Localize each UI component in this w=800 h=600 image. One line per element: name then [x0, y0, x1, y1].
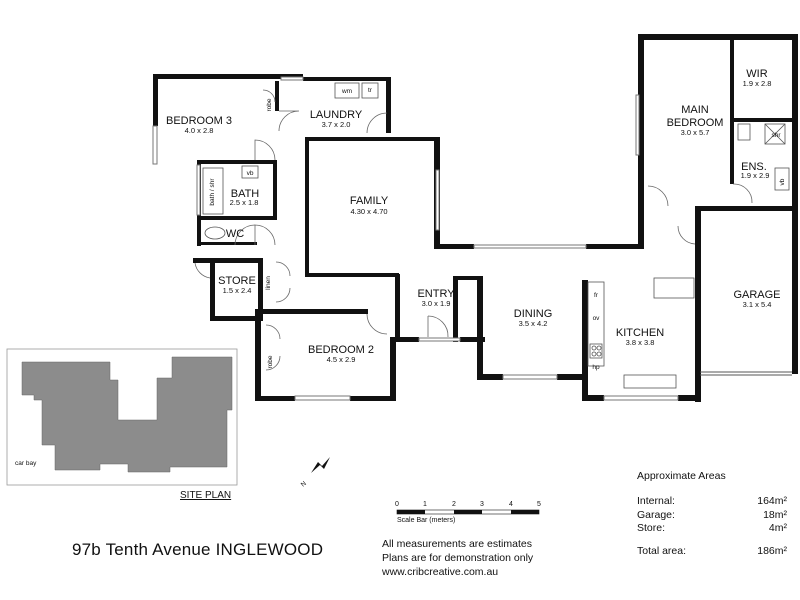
room-name-garage: GARAGE — [733, 289, 780, 301]
area-label: Garage: — [637, 508, 675, 521]
room-dim-ens: 1.9 x 2.9 — [741, 171, 770, 180]
room-dim-bedroom3: 4.0 x 2.8 — [185, 126, 214, 135]
scale-tick-2: 2 — [452, 501, 456, 508]
compass-n-label: N — [300, 480, 308, 489]
note-demonstration: Plans are for demonstration only — [382, 552, 534, 564]
north-arrow-icon — [311, 457, 330, 473]
scale-tick-3: 3 — [480, 501, 484, 508]
scale-tick-0: 0 — [395, 501, 399, 508]
site-plan-car-bay: car bay — [15, 460, 37, 467]
fixture-wm: wm — [341, 88, 352, 95]
scale-tick-1: 1 — [423, 501, 427, 508]
fixture-hp: hp — [592, 364, 600, 371]
site-plan-label: SITE PLAN — [180, 490, 232, 501]
area-row-store: Store: 4m² — [637, 522, 787, 536]
fixture-labels: robe wm tr vb bath / shr linen robe shr … — [209, 87, 786, 371]
compass: N — [300, 457, 330, 489]
note-website: www.cribcreative.com.au — [382, 566, 499, 578]
room-name-dining: DINING — [514, 308, 553, 320]
fixture-linen: linen — [265, 276, 272, 290]
fixture-tr: tr — [368, 87, 373, 94]
property-address: 97b Tenth Avenue INGLEWOOD — [72, 540, 324, 559]
area-value: 18m² — [763, 508, 787, 521]
fixture-bath-shr: bath / shr — [209, 178, 216, 206]
room-dim-kitchen: 3.8 x 3.8 — [626, 338, 655, 347]
site-plan-footprint — [21, 356, 233, 473]
note-measurements: All measurements are estimates — [382, 538, 532, 550]
scale-tick-4: 4 — [509, 501, 513, 508]
area-row-internal: Internal: 164m² — [637, 495, 787, 509]
room-labels: BEDROOM 3 4.0 x 2.8 LAUNDRY 3.7 x 2.0 BA… — [166, 68, 781, 364]
areas-table: Approximate Areas Internal: 164m² Garage… — [637, 470, 787, 558]
fixture-ov: ov — [593, 315, 601, 322]
doors — [194, 89, 753, 371]
area-row-total: Total area: 186m² — [637, 545, 787, 559]
room-dim-family: 4.30 x 4.70 — [350, 207, 387, 216]
scale-bar-label: Scale Bar (meters) — [397, 517, 455, 524]
areas-title: Approximate Areas — [637, 470, 726, 482]
room-name-bedroom2: BEDROOM 2 — [308, 344, 374, 356]
area-value: 4m² — [768, 522, 787, 534]
area-total-label: Total area: — [637, 544, 687, 557]
room-dim-entry: 3.0 x 1.9 — [422, 299, 451, 308]
fixture-shr: shr — [771, 132, 781, 139]
room-dim-main-bedroom: 3.0 x 5.7 — [681, 128, 710, 137]
room-name-laundry: LAUNDRY — [310, 109, 363, 121]
room-dim-garage: 3.1 x 5.4 — [743, 300, 772, 309]
room-name-main-bedroom-line1: MAIN — [681, 104, 709, 116]
scale-bar: 0 1 2 3 4 5 Scale Bar (meters) — [395, 501, 541, 524]
fixture-robe-bed3: robe — [266, 98, 273, 111]
room-name-main-bedroom-line2: BEDROOM — [667, 117, 724, 129]
area-label: Store: — [637, 522, 666, 534]
room-dim-bedroom2: 4.5 x 2.9 — [327, 355, 356, 364]
room-name-bath: BATH — [231, 188, 260, 200]
fixture-vb-bath: vb — [247, 170, 254, 177]
room-name-ens: ENS. — [741, 161, 767, 173]
room-dim-wir: 1.9 x 2.8 — [743, 79, 772, 88]
room-name-entry: ENTRY — [417, 288, 455, 300]
fixture-fr: fr — [594, 292, 599, 299]
room-dim-store: 1.5 x 2.4 — [223, 286, 252, 295]
site-plan: car bay — [6, 348, 238, 486]
room-name-wc: WC — [226, 228, 244, 240]
room-dim-laundry: 3.7 x 2.0 — [322, 120, 351, 129]
area-row-garage: Garage: 18m² — [637, 509, 787, 523]
room-dim-dining: 3.5 x 4.2 — [519, 319, 548, 328]
room-name-wir: WIR — [746, 68, 767, 80]
area-total-value: 186m² — [757, 544, 787, 557]
room-name-family: FAMILY — [350, 195, 389, 207]
fixture-robe-bed2: robe — [267, 355, 274, 368]
windows — [152, 76, 792, 401]
scale-tick-5: 5 — [537, 501, 541, 508]
room-name-bedroom3: BEDROOM 3 — [166, 115, 232, 127]
area-label: Internal: — [637, 495, 675, 507]
room-name-store: STORE — [218, 275, 256, 287]
room-dim-bath: 2.5 x 1.8 — [230, 198, 259, 207]
disclaimer-notes: All measurements are estimates Plans are… — [382, 537, 533, 579]
fixture-vb-ens: vb — [779, 178, 786, 185]
area-value: 164m² — [757, 495, 787, 507]
room-name-kitchen: KITCHEN — [616, 327, 664, 339]
fixtures — [202, 82, 790, 389]
walls — [153, 34, 798, 402]
